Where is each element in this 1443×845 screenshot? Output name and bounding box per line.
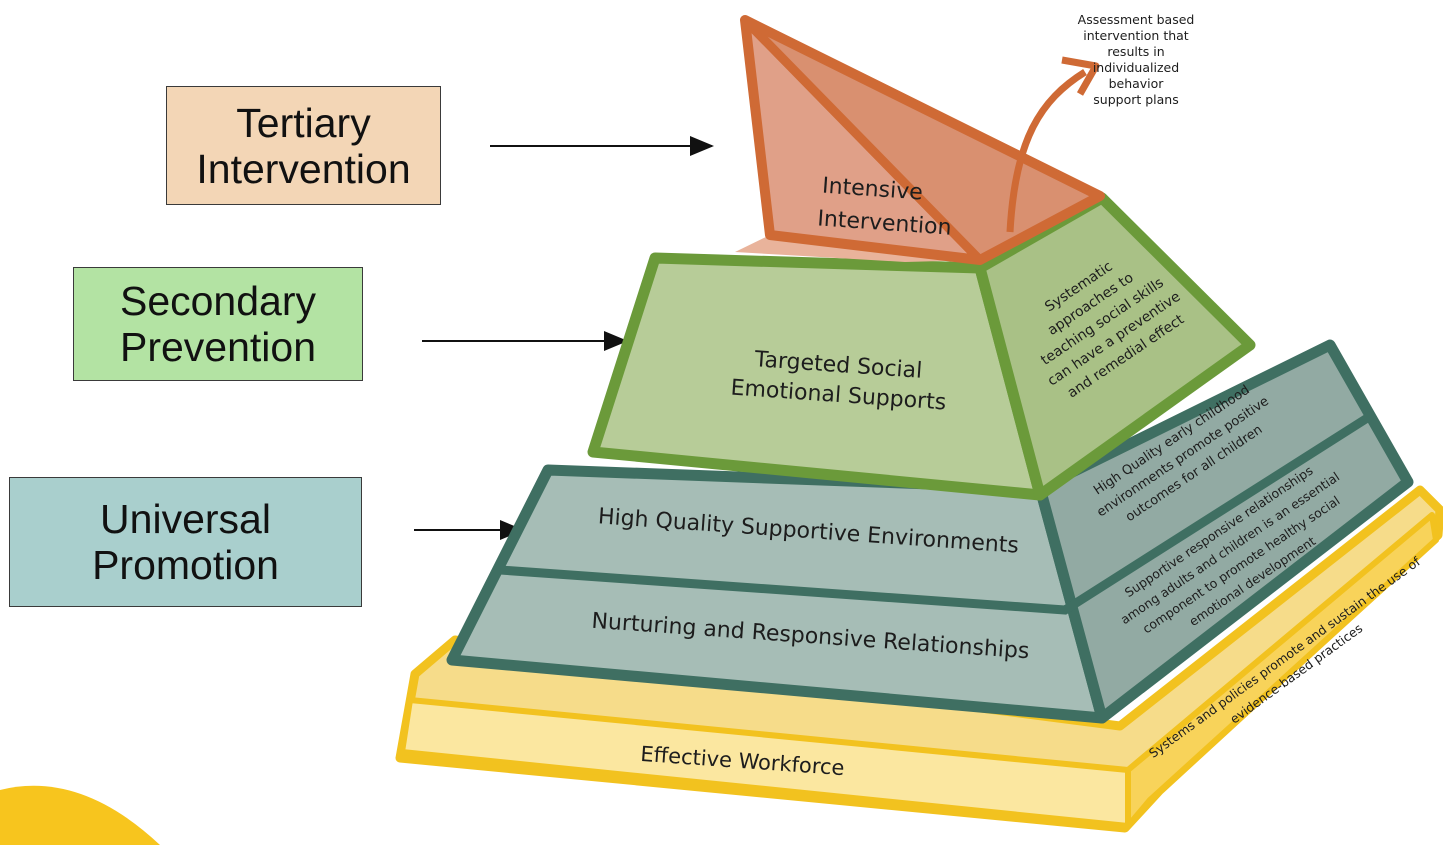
secondary-line2: Prevention (119, 324, 316, 370)
callout-line2: intervention that (1083, 28, 1189, 43)
tertiary-intervention-label: Tertiary Intervention (166, 86, 441, 205)
callout-line3: results in (1107, 44, 1164, 59)
tertiary-line2: Intervention (196, 145, 411, 192)
callout-line6: support plans (1093, 92, 1178, 107)
callout-note: Assessment based intervention that resul… (1078, 12, 1195, 107)
base-tier (395, 485, 1443, 833)
callout-line1: Assessment based (1078, 12, 1195, 27)
universal-promotion-label: Universal Promotion (9, 477, 362, 607)
callout-line5: behavior (1109, 76, 1165, 91)
universal-line1: Universal (100, 496, 271, 542)
secondary-tier (587, 192, 1256, 501)
callout-line4: individualized (1093, 60, 1179, 75)
tertiary-tier (735, 15, 1105, 265)
universal-tier (446, 339, 1414, 724)
secondary-prevention-label: Secondary Prevention (73, 267, 363, 381)
callout-arrow (1006, 69, 1087, 233)
secondary-line1: Secondary (119, 278, 316, 324)
tertiary-line1: Tertiary (236, 99, 371, 146)
yellow-corner-decoration (0, 785, 160, 845)
universal-line2: Promotion (92, 542, 279, 588)
